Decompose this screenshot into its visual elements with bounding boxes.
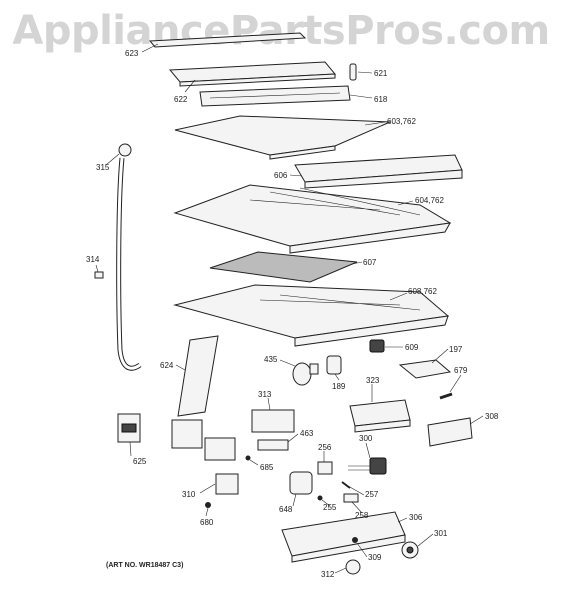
label-648: 648	[279, 505, 293, 514]
part-300	[348, 457, 387, 475]
part-313	[251, 409, 295, 433]
part-624	[177, 335, 219, 417]
label-607: 607	[363, 258, 377, 267]
part-301	[401, 541, 419, 559]
label-313: 313	[258, 390, 272, 399]
label-685: 685	[260, 463, 274, 472]
label-255: 255	[323, 503, 337, 512]
part-thermostat	[171, 419, 239, 495]
label-609: 609	[405, 343, 419, 352]
part-463	[257, 439, 289, 451]
part-648	[289, 471, 313, 495]
part-623	[148, 32, 307, 48]
label-308: 308	[485, 412, 499, 421]
label-679: 679	[454, 366, 468, 375]
art-number: (ART NO. WR18487 C3)	[106, 562, 184, 569]
label-603-762: 603,762	[387, 117, 416, 126]
part-315-tube	[116, 143, 142, 371]
label-314: 314	[86, 255, 100, 264]
label-197: 197	[449, 345, 463, 354]
part-608-762	[173, 284, 450, 347]
part-197	[398, 359, 452, 379]
part-621	[349, 63, 357, 81]
part-314	[94, 271, 104, 279]
label-312: 312	[321, 570, 335, 579]
part-labels: 623 622 621 618 603,762 315 606 604,762 …	[86, 49, 499, 579]
label-463: 463	[300, 429, 314, 438]
part-607	[209, 251, 358, 283]
part-308	[427, 417, 473, 447]
label-189: 189	[332, 382, 346, 391]
part-435-bulb	[292, 362, 319, 386]
label-623: 623	[125, 49, 139, 58]
label-680: 680	[200, 518, 214, 527]
label-606: 606	[274, 171, 288, 180]
label-310: 310	[182, 490, 196, 499]
label-306: 306	[409, 513, 423, 522]
part-258	[343, 493, 359, 503]
part-680	[205, 502, 211, 508]
label-309: 309	[368, 553, 382, 562]
part-606	[294, 154, 463, 189]
label-323: 323	[366, 376, 380, 385]
watermark: AppliancePartsPros.com	[12, 8, 550, 54]
label-618: 618	[374, 95, 388, 104]
part-255	[317, 495, 323, 501]
label-301: 301	[434, 529, 448, 538]
part-625	[117, 413, 141, 443]
part-609	[369, 339, 385, 353]
part-622	[168, 61, 337, 87]
label-435: 435	[264, 355, 278, 364]
part-618	[199, 85, 351, 107]
label-625: 625	[133, 457, 147, 466]
part-256	[317, 461, 333, 475]
label-624: 624	[160, 361, 174, 370]
leader-lines	[95, 43, 484, 574]
part-685	[245, 455, 251, 461]
label-608-762: 608,762	[408, 287, 437, 296]
label-604-762: 604,762	[415, 196, 444, 205]
label-300: 300	[359, 434, 373, 443]
label-256: 256	[318, 443, 332, 452]
part-312	[345, 559, 361, 575]
part-603-762	[174, 115, 391, 160]
part-323	[349, 399, 411, 433]
part-306	[281, 511, 406, 563]
label-315: 315	[96, 163, 110, 172]
part-257	[341, 481, 351, 489]
label-621: 621	[374, 69, 388, 78]
part-604-762	[173, 184, 452, 254]
part-189	[326, 355, 342, 375]
part-679	[439, 392, 453, 400]
label-622: 622	[174, 95, 188, 104]
label-258: 258	[355, 511, 369, 520]
label-257: 257	[365, 490, 379, 499]
